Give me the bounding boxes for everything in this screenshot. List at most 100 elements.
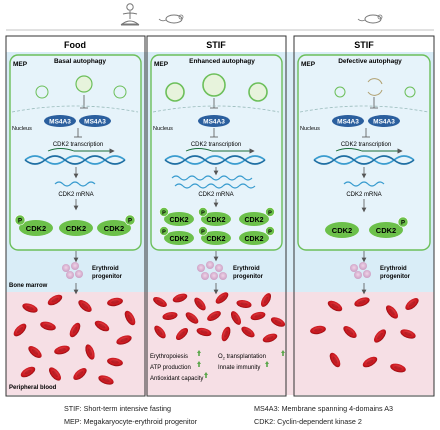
red-blood-cell <box>153 296 167 308</box>
mep-label: MEP <box>301 61 316 68</box>
up-arrow-icon <box>197 350 201 356</box>
red-blood-cell <box>207 310 221 322</box>
svg-text:P: P <box>128 219 132 225</box>
autophagosome <box>404 86 416 98</box>
progenitor-label: Erythroid <box>233 266 260 272</box>
cdk2-protein: CDK2 P <box>159 226 194 245</box>
mrna-strand <box>171 175 253 181</box>
red-blood-cell <box>172 293 188 303</box>
autophagosome <box>334 86 346 98</box>
mouse-icon <box>357 14 383 24</box>
effect-label: ATP production <box>150 365 191 371</box>
red-blood-cell <box>20 366 36 378</box>
svg-text:CDK2: CDK2 <box>244 236 263 243</box>
mrna-strand <box>54 181 96 187</box>
nucleus-label: Nucleus <box>300 126 320 132</box>
mep-cell <box>9 54 142 251</box>
panel-title: STIF <box>206 40 226 50</box>
panel-stif-defective: STIF MEP Defective autophagy Nucleus MS4… <box>293 35 435 397</box>
red-blood-cell <box>262 333 278 343</box>
autophagy-label: Basal autophagy <box>54 58 106 65</box>
svg-text:CDK2: CDK2 <box>104 224 124 233</box>
autophagosome <box>202 73 226 97</box>
bone-marrow-label: Bone marrow <box>9 283 48 289</box>
red-blood-cell <box>107 297 123 307</box>
red-blood-cell <box>98 375 114 385</box>
svg-text:CDK2: CDK2 <box>376 226 396 235</box>
mep-label: MEP <box>13 61 28 68</box>
red-blood-cell <box>362 356 378 368</box>
red-blood-cell <box>13 323 27 337</box>
cdk2-protein: CDK2 P <box>159 207 194 226</box>
red-blood-cell <box>221 326 231 342</box>
red-blood-cell <box>196 327 212 337</box>
dna-helix <box>164 155 266 165</box>
red-blood-cell <box>343 326 357 338</box>
mrna-label: CDK2 mRNA <box>346 192 381 198</box>
effect-label: Erythropoiesis <box>150 354 188 360</box>
nucleus-label: Nucleus <box>153 126 173 132</box>
red-blood-cell <box>47 294 63 306</box>
red-blood-cell <box>28 346 42 358</box>
protein-ms4a3 <box>332 115 364 127</box>
red-blood-cell <box>154 325 166 339</box>
transcription-label: CDK2 transcription <box>341 142 391 148</box>
up-arrow-icon <box>265 361 269 367</box>
peripheral-blood-label: Peripheral blood <box>9 385 57 391</box>
cdk2-protein: CDK2 P <box>369 216 409 238</box>
red-blood-cell <box>73 368 87 380</box>
red-blood-cell <box>78 300 92 312</box>
cdk2-protein: CDK2 <box>325 222 359 238</box>
cdk2-protein: CDK2 P <box>239 226 275 245</box>
autophagosome <box>35 85 49 99</box>
progenitor-label: progenitor <box>92 274 123 280</box>
autophagosome <box>113 85 127 99</box>
transcription-label: CDK2 transcription <box>191 142 241 148</box>
svg-text:P: P <box>201 229 205 235</box>
autophagy-label: Enhanced autophagy <box>189 58 255 65</box>
autophagosome <box>165 82 185 102</box>
protein-label: MS4A3 <box>373 119 395 126</box>
mep-label: MEP <box>154 61 169 68</box>
svg-text:P: P <box>201 210 205 216</box>
protein-ms4a3 <box>79 115 111 127</box>
progenitor-label: progenitor <box>233 274 264 280</box>
cdk2-protein: CDK2 <box>59 220 93 236</box>
red-blood-cell <box>390 363 406 373</box>
svg-text:CDK2: CDK2 <box>26 224 46 233</box>
mouse-icon <box>158 14 184 24</box>
effect-label: Innate immunity <box>218 365 260 371</box>
progenitor-label: Erythroid <box>92 266 119 272</box>
red-blood-cell <box>354 297 370 307</box>
erythroid-progenitor-cluster <box>197 261 227 280</box>
autophagosome <box>75 75 93 93</box>
up-arrow-icon <box>204 372 208 378</box>
red-blood-cell <box>85 344 95 360</box>
panel-title: Food <box>64 40 86 50</box>
red-blood-cell <box>270 317 286 327</box>
up-arrow-icon <box>281 350 285 356</box>
legend-stif: STIF: Short-term intensive fasting <box>64 404 172 413</box>
transcription-label: CDK2 transcription <box>53 142 103 148</box>
cdk2-protein: CDK2 P <box>14 214 53 236</box>
effect-label: O2 transplantation <box>218 354 266 361</box>
broken-autophagosome <box>367 78 383 96</box>
progenitor-label: Erythroid <box>380 266 407 272</box>
panel-food: Food MEP Basal autophagy Nucleus MS4A3 M… <box>5 35 146 397</box>
red-blood-cell <box>116 335 132 345</box>
mrna-label: CDK2 mRNA <box>198 192 233 198</box>
legend-ms4a3: MS4A3: Membrane spanning 4-domains A3 <box>254 404 394 413</box>
mrna-label: CDK2 mRNA <box>58 192 93 198</box>
red-blood-cell <box>94 320 110 332</box>
svg-text:CDK2: CDK2 <box>169 217 188 224</box>
red-blood-cell <box>49 367 61 381</box>
red-blood-cell <box>250 311 266 321</box>
svg-text:P: P <box>268 210 272 216</box>
svg-text:CDK2: CDK2 <box>206 236 225 243</box>
cdk2-protein: CDK2 P <box>198 207 231 226</box>
svg-text:CDK2: CDK2 <box>244 217 263 224</box>
protein-ms4a3 <box>198 115 230 127</box>
red-blood-cell <box>230 311 242 325</box>
meditation-person-icon <box>120 3 140 26</box>
